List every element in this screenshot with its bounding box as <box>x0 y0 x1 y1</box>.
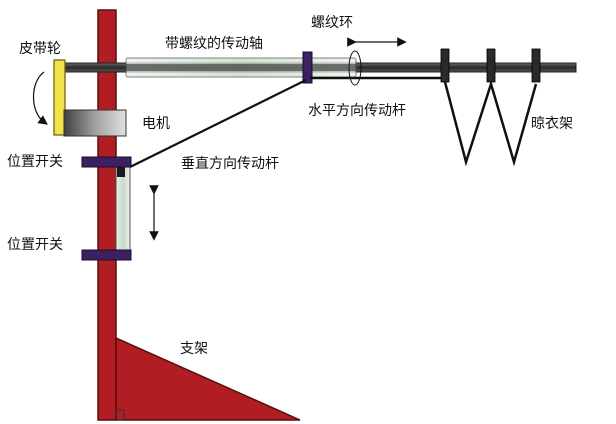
label-vertical-rod: 垂直方向传动杆 <box>181 156 279 172</box>
thread-ring <box>302 51 313 84</box>
label-thread-ring: 螺纹环 <box>311 15 353 31</box>
label-motor: 电机 <box>142 116 170 132</box>
diagonal-link <box>119 79 307 173</box>
vertical-rod-slider <box>117 167 125 177</box>
base-corner-marker <box>115 409 125 421</box>
label-threaded-shaft: 带螺纹的传动轴 <box>165 36 263 52</box>
drying-rack <box>440 48 541 167</box>
label-horizontal-rod: 水平方向传动杆 <box>308 103 406 119</box>
label-support: 支架 <box>180 341 208 357</box>
label-drying-rack: 晾衣架 <box>531 116 573 132</box>
label-position-switch-bottom: 位置开关 <box>7 237 63 253</box>
ring-rotation-arrow-icon <box>348 50 362 86</box>
support-base <box>115 336 301 421</box>
position-switch-top <box>81 156 132 168</box>
position-switch-bottom <box>81 249 132 261</box>
motor <box>63 109 127 137</box>
label-position-switch-top: 位置开关 <box>7 154 63 170</box>
rotation-arrow-icon <box>33 71 48 125</box>
belt-wheel <box>53 59 66 136</box>
label-belt-wheel: 皮带轮 <box>19 41 61 57</box>
